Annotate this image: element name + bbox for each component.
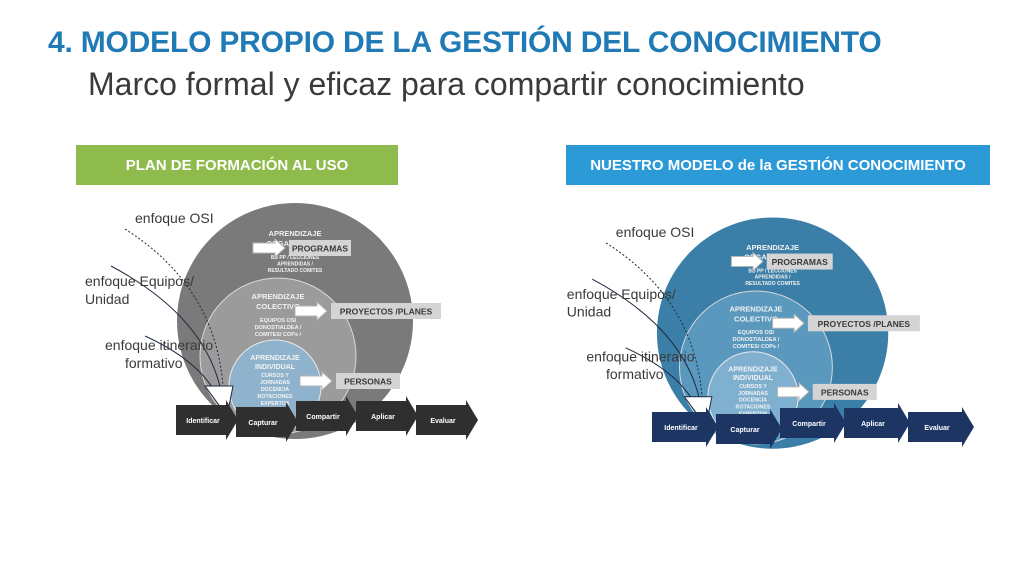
inner-circle-title: APRENDIZAJE bbox=[250, 355, 300, 362]
banner-plan-formacion: PLAN DE FORMACIÓN AL USO bbox=[76, 145, 398, 185]
enfoque-formativo-label: formativo bbox=[125, 355, 183, 371]
curved-arrow-equipos bbox=[110, 265, 222, 392]
label-pointer-arrow bbox=[299, 370, 333, 392]
middle-circle-title: COLECTIVO bbox=[734, 314, 778, 323]
outer-circle-detail: RESULTADO COMITES bbox=[268, 268, 323, 274]
middle-circle-detail: DONOSTIALDEA / bbox=[255, 325, 302, 331]
label-programas: PROGRAMAS bbox=[292, 244, 349, 254]
diagram-nuestro-modelo: APRENDIZAJEORGANIZATIVOBB PP / LECCIONES… bbox=[567, 217, 974, 449]
label-pointer-arrow bbox=[294, 300, 328, 322]
diagram-plan-formacion: APRENDIZAJEORGANIZATIVOBB PP / LECCIONES… bbox=[85, 203, 478, 442]
curved-arrow-equipos bbox=[592, 278, 701, 402]
process-arrow-capturar bbox=[236, 402, 298, 442]
inner-circle-detail: CURSOS Y bbox=[261, 373, 289, 379]
enfoque-itinerario-label: enfoque itinerario bbox=[105, 337, 213, 353]
enfoque-itinerario-label: enfoque itinerario bbox=[586, 349, 694, 365]
process-arrow-evaluar bbox=[416, 400, 478, 440]
outer-circle-title: APRENDIZAJE bbox=[269, 229, 322, 238]
enfoque-equipos-label: enfoque Equipos/ bbox=[567, 286, 676, 302]
enfoque-osi-label: enfoque OSI bbox=[135, 210, 214, 226]
process-label-evaluar: Evaluar bbox=[924, 425, 950, 432]
outer-circle-detail: RESULTADO COMITES bbox=[745, 281, 800, 287]
process-label-evaluar: Evaluar bbox=[430, 418, 456, 425]
process-label-aplicar: Aplicar bbox=[861, 421, 885, 428]
label-personas: PERSONAS bbox=[344, 377, 392, 387]
process-arrow-aplicar bbox=[356, 396, 418, 436]
inner-circle-detail: DOCENCIA bbox=[261, 387, 289, 393]
middle-circle-detail: DONOSTIALDEA / bbox=[733, 337, 780, 343]
process-label-compartir: Compartir bbox=[306, 414, 340, 421]
label-box bbox=[289, 240, 351, 256]
middle-circle-title: COLECTIVO bbox=[256, 302, 300, 311]
inner-circle-title: APRENDIZAJE bbox=[728, 366, 778, 373]
process-label-capturar: Capturar bbox=[248, 420, 277, 427]
enfoque-unidad-label: Unidad bbox=[567, 303, 611, 319]
process-label-compartir: Compartir bbox=[792, 421, 826, 428]
label-pointer-arrow bbox=[777, 381, 810, 403]
label-box bbox=[336, 373, 400, 389]
enfoque-osi-label: enfoque OSI bbox=[616, 224, 695, 240]
slide-title: 4. MODELO PROPIO DE LA GESTIÓN DEL CONOC… bbox=[48, 26, 882, 59]
process-label-capturar: Capturar bbox=[730, 427, 759, 434]
banner-nuestro-modelo: NUESTRO MODELO de la GESTIÓN CONOCIMIENT… bbox=[566, 145, 990, 185]
label-box bbox=[766, 253, 833, 270]
label-pointer-arrow bbox=[730, 251, 764, 272]
middle-circle-title: APRENDIZAJE bbox=[729, 305, 782, 314]
process-arrow-identificar bbox=[176, 400, 238, 440]
process-arrow-aplicar bbox=[844, 403, 910, 443]
label-box bbox=[807, 315, 920, 332]
process-arrow-compartir bbox=[780, 403, 846, 443]
enfoque-equipos-label: enfoque Equipos/ bbox=[85, 273, 194, 289]
inner-circle-detail: DOCENCIA bbox=[739, 398, 767, 404]
curved-arrow-osi bbox=[605, 242, 703, 397]
label-programas: PROGRAMAS bbox=[772, 257, 829, 267]
middle-circle-detail: EQUIPOS OSI bbox=[260, 318, 297, 324]
process-label-aplicar: Aplicar bbox=[371, 414, 395, 421]
label-box bbox=[812, 383, 877, 400]
slide-subtitle: Marco formal y eficaz para compartir con… bbox=[88, 66, 805, 102]
process-arrow-compartir bbox=[296, 396, 358, 436]
middle-circle-title: APRENDIZAJE bbox=[252, 292, 305, 301]
middle-circle-detail: EQUIPOS OSI bbox=[738, 330, 775, 336]
label-box bbox=[331, 303, 441, 319]
enfoque-formativo-label: formativo bbox=[606, 366, 664, 382]
process-label-identificar: Identificar bbox=[664, 425, 698, 432]
label-pointer-arrow bbox=[772, 313, 805, 334]
inner-circle-detail: EXPERTOS bbox=[261, 401, 290, 407]
inner-circle-detail: ROTACIONES bbox=[736, 405, 771, 411]
inner-circle-detail: CURSOS Y bbox=[739, 384, 767, 390]
middle-circle-detail: COMITES/ COPs / bbox=[733, 344, 780, 350]
process-arrow-identificar bbox=[652, 407, 718, 447]
outer-circle-detail: APRENDIDAS / bbox=[755, 275, 791, 281]
inner-circle-detail: JORNADAS bbox=[738, 391, 768, 397]
outer-circle-title: APRENDIZAJE bbox=[746, 243, 799, 252]
inner-circle-detail: ROTACIONES bbox=[258, 394, 293, 400]
enfoque-unidad-label: Unidad bbox=[85, 291, 129, 307]
label-personas: PERSONAS bbox=[821, 387, 869, 397]
curved-arrow-osi bbox=[124, 228, 224, 387]
process-label-identificar: Identificar bbox=[186, 418, 220, 425]
process-arrow-capturar bbox=[716, 409, 782, 449]
inner-circle-title: INDIVIDUAL bbox=[733, 375, 774, 382]
outer-circle-detail: BB PP / LECCIONES bbox=[748, 268, 797, 274]
outer-circle-detail: BB PP / LECCIONES bbox=[271, 255, 320, 261]
label-pointer-arrow bbox=[252, 237, 286, 259]
label-proyectos-planes: PROYECTOS /PLANES bbox=[818, 319, 911, 329]
label-proyectos-planes: PROYECTOS /PLANES bbox=[340, 307, 433, 317]
process-arrow-evaluar bbox=[908, 407, 974, 447]
middle-circle-detail: COMITES/ COPs / bbox=[255, 332, 302, 338]
inner-circle-title: INDIVIDUAL bbox=[255, 364, 296, 371]
outer-circle-detail: APRENDIDAS / bbox=[277, 262, 313, 268]
inner-circle-detail: JORNADAS bbox=[260, 380, 290, 386]
